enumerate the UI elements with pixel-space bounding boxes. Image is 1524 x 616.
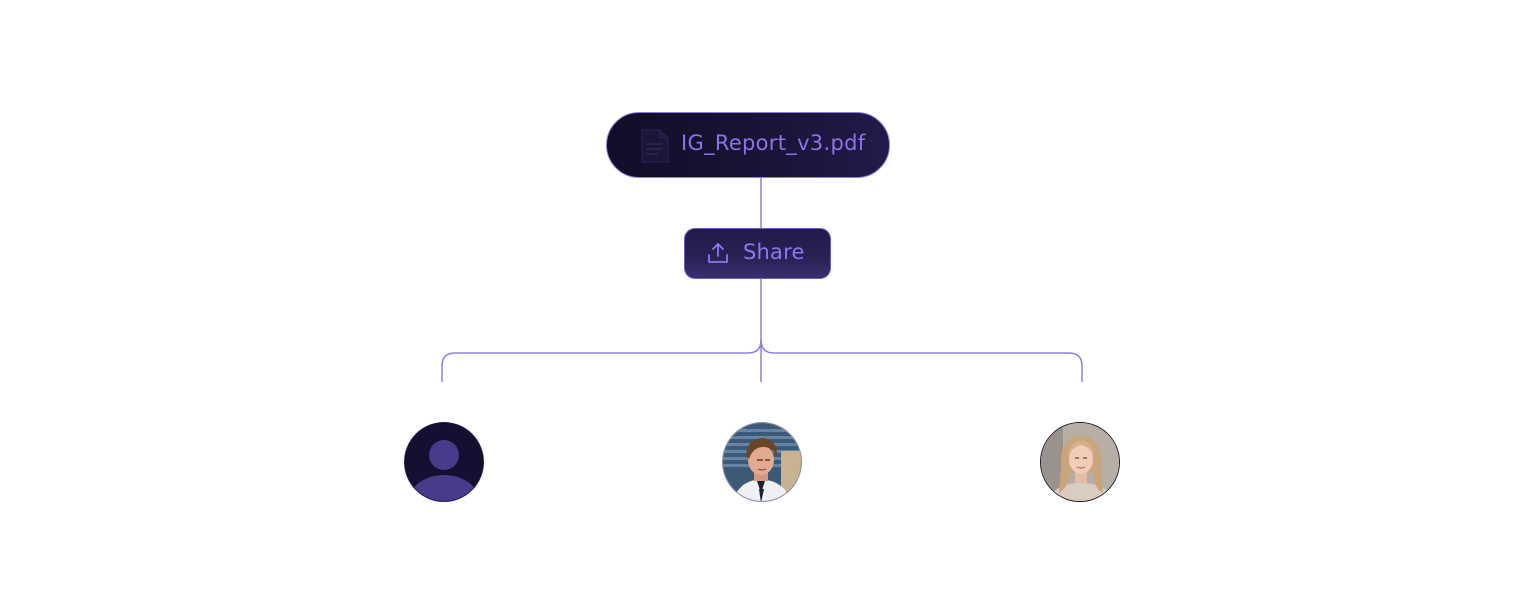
connector-branch-left	[441, 339, 762, 382]
share-label: Share	[743, 240, 805, 264]
woman-photo	[1041, 423, 1119, 501]
man-photo	[723, 423, 801, 501]
document-icon	[641, 129, 669, 163]
recipient-avatar-woman[interactable]	[1040, 422, 1120, 502]
connector-branch-right	[760, 339, 1083, 382]
recipient-avatar-man[interactable]	[722, 422, 802, 502]
share-button[interactable]: Share	[684, 228, 831, 279]
file-name: IG_Report_v3.pdf	[681, 131, 866, 155]
recipient-avatar-placeholder[interactable]	[404, 422, 484, 502]
file-pill[interactable]: IG_Report_v3.pdf	[606, 112, 890, 178]
user-icon	[405, 423, 483, 501]
upload-icon	[708, 243, 728, 263]
